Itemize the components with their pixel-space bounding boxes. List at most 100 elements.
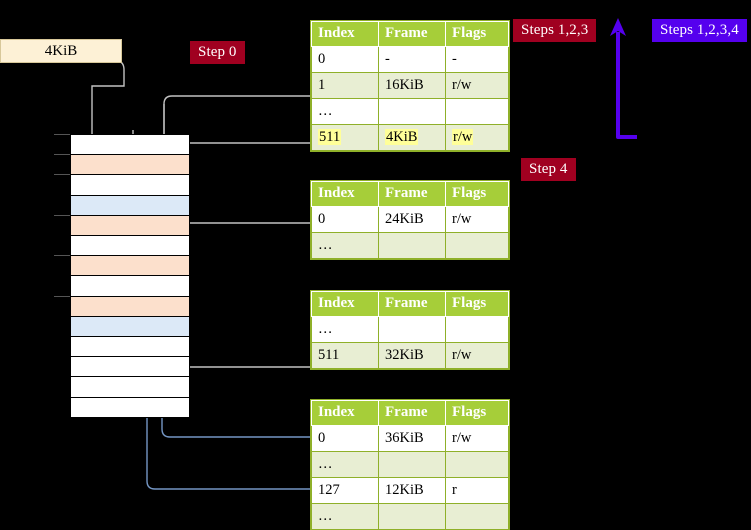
memory-tick bbox=[54, 174, 70, 176]
cell-frame bbox=[378, 451, 446, 478]
cell-flags: r/w bbox=[445, 124, 509, 151]
cell-frame: - bbox=[378, 46, 446, 73]
physical-memory-column bbox=[54, 134, 190, 418]
col-frame: Frame bbox=[378, 400, 446, 426]
cell-index: … bbox=[311, 232, 379, 259]
col-flags: Flags bbox=[445, 21, 509, 47]
table-row: … bbox=[311, 451, 509, 478]
cell-index: … bbox=[311, 503, 379, 530]
memory-frame bbox=[70, 214, 190, 236]
cell-flags: r bbox=[445, 477, 509, 504]
cell-frame bbox=[378, 316, 446, 343]
cell-frame bbox=[378, 98, 446, 125]
col-flags: Flags bbox=[445, 181, 509, 207]
col-flags: Flags bbox=[445, 291, 509, 317]
memory-frame bbox=[70, 275, 190, 297]
badge-steps123: Steps 1,2,3 bbox=[513, 19, 597, 42]
memory-frame bbox=[70, 396, 190, 418]
memory-frame bbox=[70, 315, 190, 337]
memory-tick bbox=[54, 134, 70, 135]
col-frame: Frame bbox=[378, 291, 446, 317]
badge-steps123-label: Steps 1,2,3 bbox=[521, 22, 589, 38]
cell-index: 1 bbox=[311, 72, 379, 99]
cell-index: 0 bbox=[311, 206, 379, 233]
cell-frame: 12KiB bbox=[378, 477, 446, 504]
mem-size-label: 4KiB bbox=[44, 42, 78, 59]
col-frame: Frame bbox=[378, 181, 446, 207]
badge-steps1234: Steps 1,2,3,4 bbox=[652, 19, 747, 42]
col-index: Index bbox=[311, 21, 379, 47]
cell-frame: 32KiB bbox=[378, 342, 446, 369]
cell-flags: r/w bbox=[445, 342, 509, 369]
memory-frame bbox=[70, 336, 190, 358]
wire-t4r127 bbox=[146, 410, 311, 490]
table-row: … bbox=[311, 316, 509, 343]
table-row: … bbox=[311, 503, 509, 530]
cell-index: 127 bbox=[311, 477, 379, 504]
cell-frame: 36KiB bbox=[378, 425, 446, 452]
memory-tick bbox=[54, 295, 70, 297]
cell-index: … bbox=[311, 98, 379, 125]
memory-tick bbox=[54, 255, 70, 257]
bracket-line bbox=[616, 32, 637, 139]
cell-index: 0 bbox=[311, 425, 379, 452]
badge-step0-label: Step 0 bbox=[198, 44, 237, 60]
memory-frame bbox=[70, 376, 190, 398]
table-header-row: Index Frame Flags bbox=[311, 181, 509, 207]
cell-frame bbox=[378, 232, 446, 259]
bracket-arrowhead bbox=[610, 18, 626, 36]
cell-flags bbox=[445, 232, 509, 259]
cell-frame: 4KiB bbox=[378, 124, 446, 151]
cell-frame: 24KiB bbox=[378, 206, 446, 233]
badge-step4: Step 4 bbox=[521, 158, 576, 181]
memory-frame bbox=[70, 174, 190, 196]
memory-frame bbox=[70, 295, 190, 317]
table-row: 0-- bbox=[311, 46, 509, 73]
cell-frame bbox=[378, 503, 446, 530]
cell-flags bbox=[445, 451, 509, 478]
badge-step0: Step 0 bbox=[190, 41, 245, 64]
cell-index: … bbox=[311, 316, 379, 343]
cell-flags: r/w bbox=[445, 425, 509, 452]
memory-tick bbox=[54, 214, 70, 216]
col-index: Index bbox=[311, 181, 379, 207]
memory-frame bbox=[70, 194, 190, 216]
badge-steps1234-label: Steps 1,2,3,4 bbox=[660, 22, 739, 38]
memory-tick bbox=[54, 154, 70, 156]
cell-index: 511 bbox=[311, 124, 379, 151]
cell-flags bbox=[445, 98, 509, 125]
memory-frame bbox=[70, 255, 190, 277]
col-flags: Flags bbox=[445, 400, 509, 426]
cell-flags bbox=[445, 316, 509, 343]
memory-frame bbox=[70, 134, 190, 156]
table-header-row: Index Frame Flags bbox=[311, 21, 509, 47]
cell-flags: r/w bbox=[445, 206, 509, 233]
col-frame: Frame bbox=[378, 21, 446, 47]
cell-index: … bbox=[311, 451, 379, 478]
memory-frame bbox=[70, 154, 190, 176]
cell-index: 0 bbox=[311, 46, 379, 73]
badge-step4-label: Step 4 bbox=[529, 161, 568, 177]
table-row: … bbox=[311, 98, 509, 125]
table-header-row: Index Frame Flags bbox=[311, 400, 509, 426]
cell-index: 511 bbox=[311, 342, 379, 369]
cell-flags: - bbox=[445, 46, 509, 73]
table-row: … bbox=[311, 232, 509, 259]
memory-frame bbox=[70, 356, 190, 378]
mem-size-box: 4KiB bbox=[0, 39, 122, 63]
cell-flags: r/w bbox=[445, 72, 509, 99]
